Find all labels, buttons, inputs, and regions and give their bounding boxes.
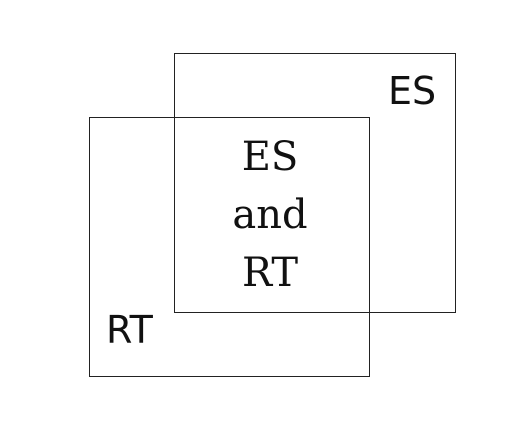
intersection-line-3: RT <box>241 250 299 296</box>
intersection-label: ES and RT <box>210 128 330 302</box>
set-es-box <box>174 53 456 313</box>
intersection-line-1: ES <box>241 134 299 180</box>
set-rt-box <box>89 117 370 377</box>
set-rt-label: RT <box>106 308 153 352</box>
intersection-line-2: and <box>232 192 308 238</box>
set-es-label: ES <box>388 69 437 113</box>
